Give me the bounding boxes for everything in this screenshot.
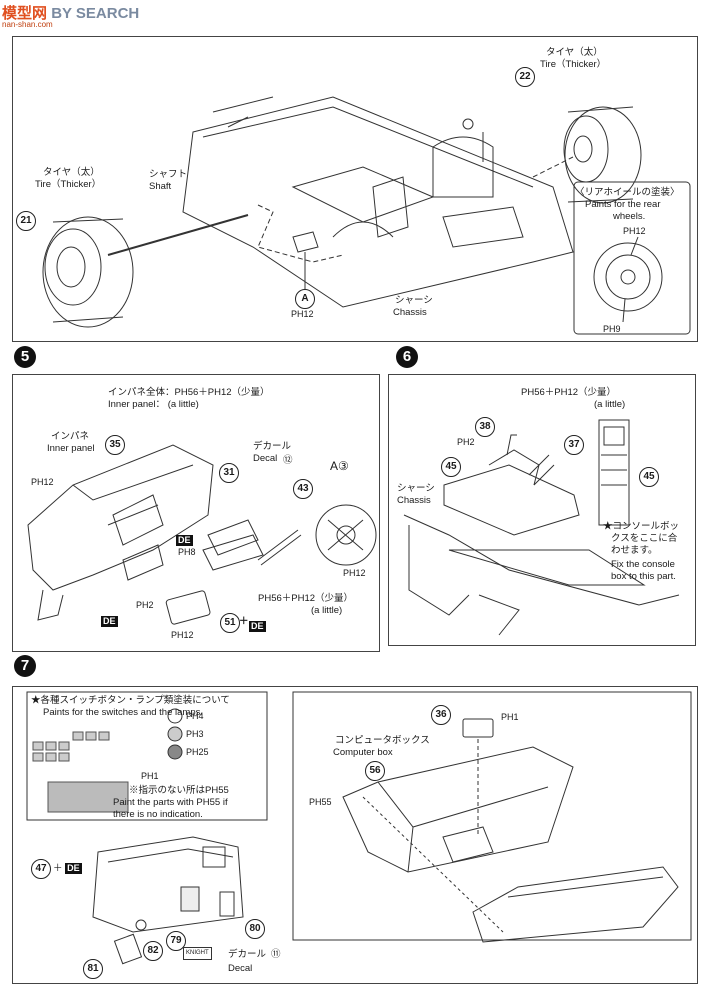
chassis-label-jp: シャーシ xyxy=(395,295,433,306)
switch-paint-title: ★各種スイッチボタン・ランプ類塗装について xyxy=(31,695,230,706)
rear-wheel-paint-ph12: PH12 xyxy=(623,226,646,236)
decal-no: ⑫ xyxy=(283,455,293,466)
paint-ph2: PH2 xyxy=(136,600,154,610)
part-a3-label: A③ xyxy=(330,459,349,473)
part-56-badge: 56 xyxy=(365,761,385,781)
console-note-jp-2: クスをここに合 xyxy=(611,533,678,544)
switch-ph3: PH3 xyxy=(186,729,204,739)
part-31-badge: 31 xyxy=(219,463,239,483)
console-note-en-1: Fix the console xyxy=(611,559,675,570)
de-badge-1: DE xyxy=(176,535,193,546)
paint-ph56-12: PH56＋PH12（少量） xyxy=(258,593,354,604)
computer-box-jp: コンピュータボックス xyxy=(335,735,430,746)
step6-a-little: (a little) xyxy=(594,399,626,410)
decal-jp: デカール xyxy=(253,441,292,452)
tire-left-label-en: Tire（Thicker） xyxy=(35,179,102,190)
tire-left-label-jp: タイヤ（太） xyxy=(43,167,100,178)
step-6-panel: PH56＋PH12（少量） (a little) 38 PH2 37 45 45… xyxy=(388,374,696,646)
part-45a-badge: 45 xyxy=(441,457,461,477)
step6-chassis-en: Chassis xyxy=(397,495,431,506)
paint-ph12-bottom: PH12 xyxy=(171,630,194,640)
watermark-brand: 模型网 xyxy=(2,5,48,22)
console-note-en-2: box to this part. xyxy=(611,571,676,582)
switch-note-en-2: there is no indication. xyxy=(113,809,203,820)
switch-note-en-1: Paint the parts with PH55 if xyxy=(113,797,228,808)
part-36-badge: 36 xyxy=(431,705,451,725)
knight-decal: KNIGHT xyxy=(183,947,212,960)
step-7-panel: ★各種スイッチボタン・ランプ類塗装について Paints for the swi… xyxy=(12,686,698,984)
part-a-paint: PH12 xyxy=(291,309,314,319)
inpane-en: Inner panel xyxy=(47,443,95,454)
part-a-badge: A xyxy=(295,289,315,309)
inner-panel-drawing xyxy=(27,444,377,625)
part-45b-badge: 45 xyxy=(639,467,659,487)
inner-all-jp: インパネ全体： xyxy=(108,387,175,398)
switch-ph25: PH25 xyxy=(186,747,209,757)
switch-ph4: PH4 xyxy=(186,711,204,721)
part-80-badge: 80 xyxy=(245,919,265,939)
part-81-badge: 81 xyxy=(83,959,103,979)
part-22-badge: 22 xyxy=(515,67,535,87)
part-21-badge: 21 xyxy=(16,211,36,231)
part-38-badge: 38 xyxy=(475,417,495,437)
chassis-label-en: Chassis xyxy=(393,307,427,318)
inpane-jp: インパネ xyxy=(51,431,90,442)
a-little-1: (a little) xyxy=(167,399,199,410)
watermark-search: BY SEARCH xyxy=(51,5,140,22)
rear-wheel-title: 〈リアホイールの塗装〉 xyxy=(575,187,680,198)
switch-note-jp: ※指示のない所はPH55 xyxy=(129,785,229,796)
part-43-badge: 43 xyxy=(293,479,313,499)
console-drawing xyxy=(403,419,680,636)
box-ph55: PH55 xyxy=(309,797,332,807)
paint-ph12-left: PH12 xyxy=(31,477,54,487)
step7-decal-jp: デカール xyxy=(228,949,267,960)
de-badge-3: DE xyxy=(249,621,266,632)
box-ph1: PH1 xyxy=(501,712,519,722)
console-note-jp-1: ★コンソールボッ xyxy=(603,521,680,532)
switch-ph1: PH1 xyxy=(141,771,159,781)
part-47-badge: 47 xyxy=(31,859,51,879)
step-5-badge: 5 xyxy=(14,346,36,368)
watermark-url: nan-shan.com xyxy=(2,20,53,29)
tire-right-label-en: Tire（Thicker） xyxy=(540,59,607,70)
decal-en: Decal xyxy=(253,453,278,464)
inner-all-en: Inner panel： (a little) xyxy=(108,399,199,410)
a-little-2: (a little) xyxy=(311,605,343,616)
part-35-badge: 35 xyxy=(105,435,125,455)
tire-right-label-jp: タイヤ（太） xyxy=(546,47,603,58)
step6-chassis-jp: シャーシ xyxy=(397,483,435,494)
computer-box-en: Computer box xyxy=(333,747,393,758)
paint-ph12-right: PH12 xyxy=(343,568,366,578)
top-panel: タイヤ（太） Tire（Thicker） 22 タイヤ（太） Tire（Thic… xyxy=(12,36,698,342)
part-79-badge: 79 xyxy=(166,931,186,951)
chassis-drawing xyxy=(42,96,691,335)
part-51-badge: 51 xyxy=(220,613,240,633)
console-note-jp-3: わせます。 xyxy=(611,545,658,556)
part-37-badge: 37 xyxy=(564,435,584,455)
step6-paint: PH56＋PH12（少量） xyxy=(521,387,617,398)
inner-all-paint: PH56＋PH12（少量） xyxy=(174,387,270,398)
rear-wheel-en-2: wheels. xyxy=(613,211,646,222)
computer-box-drawing xyxy=(26,691,692,965)
part-82-badge: 82 xyxy=(143,941,163,961)
de-badge-2: DE xyxy=(101,616,118,627)
step-6-badge: 6 xyxy=(396,346,418,368)
step-7-badge: 7 xyxy=(14,655,36,677)
rear-wheel-paint-ph9: PH9 xyxy=(603,324,621,334)
step7-decal-en: Decal xyxy=(228,963,253,974)
plus-sign: ＋ xyxy=(239,616,249,627)
watermark-logo: 模型网 BY SEARCH xyxy=(2,2,139,23)
switch-paint-en: Paints for the switches and the lamps. xyxy=(43,707,203,718)
step7-decal-no: ⑪ xyxy=(271,949,281,960)
plus-de-47: ＋ DE xyxy=(53,863,82,874)
paint-ph8: PH8 xyxy=(178,547,196,557)
step6-ph2: PH2 xyxy=(457,437,475,447)
rear-wheel-en-1: Paints for the rear xyxy=(585,199,661,210)
inner-all-label: インパネ全体：PH56＋PH12（少量） xyxy=(108,387,270,398)
step-5-panel: インパネ全体：PH56＋PH12（少量） Inner panel： (a lit… xyxy=(12,374,380,652)
shaft-label-en: Shaft xyxy=(149,181,172,192)
shaft-label-jp: シャフト xyxy=(149,169,188,180)
